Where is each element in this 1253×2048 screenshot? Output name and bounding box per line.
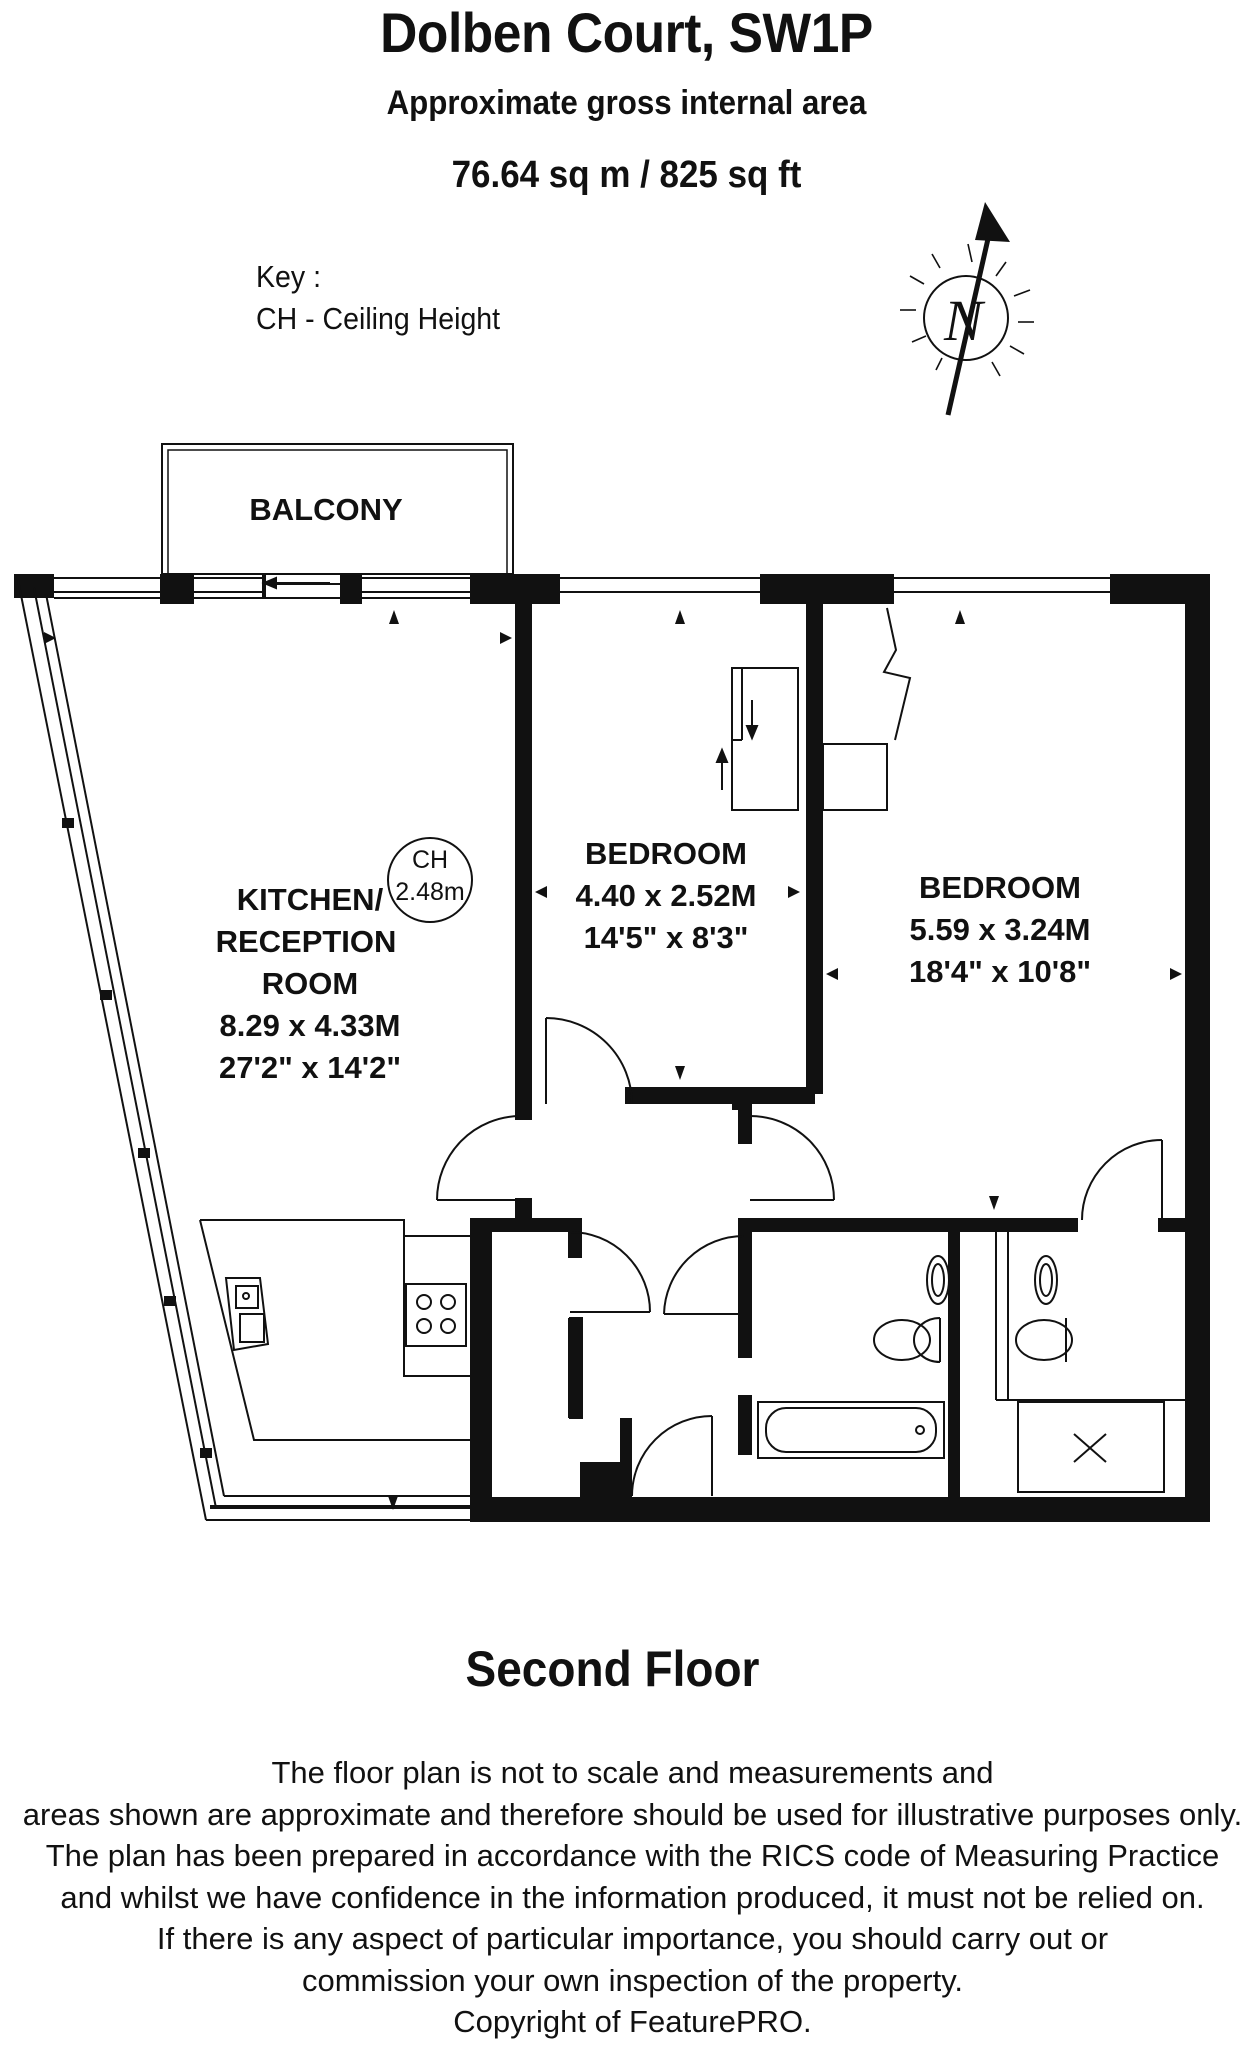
windows — [54, 577, 1110, 1521]
doors — [436, 1017, 1163, 1497]
bedroom2-name: BEDROOM — [919, 870, 1081, 905]
disclaimer-line: The plan has been prepared in accordance… — [45, 1838, 1220, 1873]
bathtub-icon — [757, 1401, 945, 1459]
room-kitchen-reception: KITCHEN/ RECEPTION ROOM 8.29 x 4.33M 27'… — [216, 882, 401, 1085]
bedroom2-imperial: 18'4" x 10'8" — [909, 954, 1091, 989]
wardrobe-bedroom-2 — [822, 607, 912, 811]
disclaimer-line: and whilst we have confidence in the inf… — [60, 1879, 1205, 1915]
ceiling-height-marker: CH 2.48m — [387, 837, 473, 923]
disclaimer-line: areas shown are approximate and therefor… — [22, 1796, 1243, 1832]
bedroom1-metric: 4.40 x 2.52M — [576, 878, 757, 913]
floor-name: Second Floor — [465, 1641, 760, 1697]
north-compass-icon: N — [900, 202, 1034, 416]
bedroom1-name: BEDROOM — [585, 836, 747, 871]
plan-title: Dolben Court, SW1P — [380, 1, 873, 64]
kitchen-imperial: 27'2" x 14'2" — [219, 1050, 401, 1085]
bathroom-fixtures — [873, 1255, 1073, 1363]
balcony-label: BALCONY — [249, 492, 403, 527]
key-legend: Key : CH - Ceiling Height — [256, 256, 500, 340]
ceiling-height-label: CH — [412, 846, 448, 874]
bedroom1-imperial: 14'5" x 8'3" — [584, 920, 749, 955]
wardrobe — [715, 667, 799, 811]
disclaimer-line: The floor plan is not to scale and measu… — [271, 1755, 994, 1790]
gross-area: 76.64 sq m / 825 sq ft — [451, 154, 802, 196]
kitchen-units — [199, 1219, 470, 1441]
key-entry-ceiling-height: CH - Ceiling Height — [256, 301, 501, 336]
kitchen-name-line2: RECEPTION — [216, 924, 397, 959]
kitchen-sink-icon — [224, 1277, 270, 1352]
key-heading: Key : — [256, 259, 322, 294]
kitchen-name-line3: ROOM — [262, 966, 358, 1001]
room-bedroom-1: BEDROOM 4.40 x 2.52M 14'5" x 8'3" — [576, 836, 757, 955]
angled-west-wall — [17, 579, 470, 1521]
room-bedroom-2: BEDROOM 5.59 x 3.24M 18'4" x 10'8" — [909, 870, 1091, 989]
ceiling-height-value: 2.48m — [395, 878, 464, 906]
balcony — [161, 443, 514, 575]
disclaimer-line: Copyright of FeaturePRO. — [453, 2004, 812, 2039]
disclaimer-line: If there is any aspect of particular imp… — [156, 1921, 1109, 1956]
kitchen-metric: 8.29 x 4.33M — [220, 1008, 401, 1043]
bedroom2-metric: 5.59 x 3.24M — [910, 912, 1091, 947]
hob-icon — [416, 1294, 456, 1334]
compass-north-letter: N — [943, 288, 986, 353]
floor-plan-drawing: N BALCONY — [14, 202, 1210, 1522]
disclaimer-line: commission your own inspection of the pr… — [301, 1962, 964, 1998]
plan-subtitle: Approximate gross internal area — [386, 84, 867, 122]
kitchen-name-line1: KITCHEN/ — [237, 882, 384, 917]
shower-tray-icon — [1017, 1401, 1165, 1493]
disclaimer: The floor plan is not to scale and measu… — [0, 1752, 1253, 2043]
dimension-markers — [44, 610, 1182, 1510]
